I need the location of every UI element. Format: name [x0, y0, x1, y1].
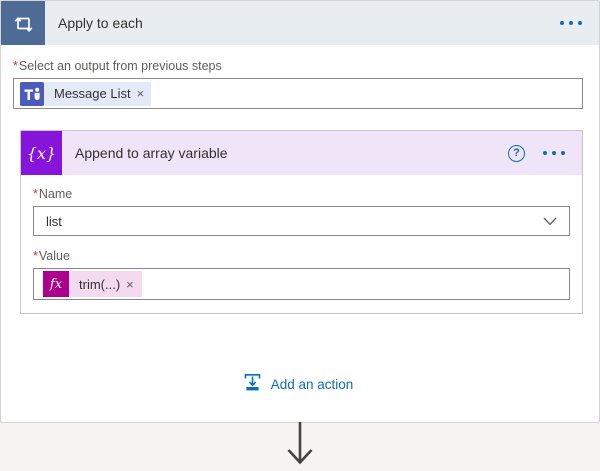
- name-dropdown[interactable]: list: [33, 206, 570, 236]
- remove-token-icon[interactable]: ×: [126, 276, 134, 292]
- loop-icon: [1, 1, 45, 45]
- chevron-down-icon: [543, 214, 557, 229]
- remove-token-icon[interactable]: ×: [136, 86, 145, 101]
- name-label: *Name: [33, 187, 570, 202]
- add-action-button[interactable]: Add an action: [13, 372, 583, 396]
- apply-to-each-card: Apply to each *Select an output from pre…: [0, 0, 600, 423]
- append-to-array-card: {x} Append to array variable ? *Name lis…: [20, 130, 583, 314]
- name-dropdown-value: list: [46, 213, 62, 229]
- message-list-token[interactable]: Message List ×: [20, 81, 152, 106]
- action-title: Append to array variable: [75, 145, 228, 161]
- add-action-label: Add an action: [270, 376, 354, 392]
- teams-icon: [20, 81, 44, 106]
- add-action-icon: [243, 372, 262, 396]
- select-output-label: *Select an output from previous steps: [13, 59, 583, 74]
- expression-token[interactable]: fx trim(...) ×: [43, 271, 142, 297]
- more-options-icon[interactable]: [558, 17, 584, 29]
- expression-icon: fx: [43, 271, 69, 297]
- variable-icon: {x}: [21, 131, 62, 175]
- select-output-label-text: Select an output from previous steps: [18, 59, 222, 73]
- required-asterisk: *: [33, 249, 38, 263]
- expression-icon-glyph: fx: [49, 276, 63, 292]
- scope-title: Apply to each: [58, 15, 143, 31]
- apply-to-each-body: *Select an output from previous steps Me…: [1, 45, 599, 396]
- required-asterisk: *: [13, 59, 18, 73]
- value-label-text: Value: [38, 249, 70, 263]
- required-asterisk: *: [33, 187, 38, 201]
- append-to-array-body: *Name list *Value: [21, 175, 582, 313]
- more-options-icon[interactable]: [541, 147, 567, 159]
- value-input[interactable]: fx trim(...) ×: [33, 268, 570, 300]
- flow-arrow-down-icon: [284, 422, 316, 471]
- name-label-text: Name: [38, 187, 73, 201]
- apply-to-each-header[interactable]: Apply to each: [1, 1, 599, 45]
- value-label: *Value: [33, 249, 570, 264]
- help-icon[interactable]: ?: [508, 144, 525, 162]
- token-label: Message List: [54, 86, 131, 101]
- select-output-input[interactable]: Message List ×: [13, 78, 583, 109]
- append-to-array-header[interactable]: {x} Append to array variable ?: [21, 131, 582, 175]
- variable-icon-glyph: {x}: [26, 143, 57, 163]
- expression-token-label: trim(...): [79, 276, 121, 292]
